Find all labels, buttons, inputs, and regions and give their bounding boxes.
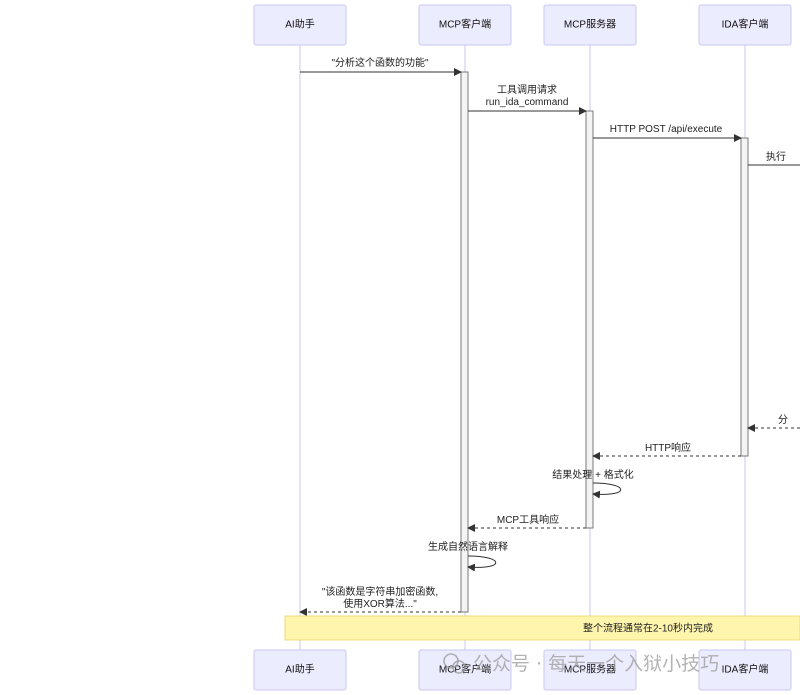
actor-top-mcp-client-label: MCP客户端 bbox=[439, 18, 491, 31]
message-execute: 执行 bbox=[748, 150, 800, 166]
timing-note: 整个流程通常在2-10秒内完成 bbox=[284, 615, 800, 641]
message-format-result: 结果处理 + 格式化 bbox=[552, 468, 634, 499]
timing-note-text: 整个流程通常在2-10秒内完成 bbox=[583, 622, 713, 635]
message-format-result-label: 结果处理 + 格式化 bbox=[552, 468, 633, 481]
actor-top-ai-label: AI助手 bbox=[285, 18, 314, 31]
message-final-answer: "该函数是字符串加密函数, 使用XOR算法..." bbox=[299, 585, 461, 616]
message-generate-explanation: 生成自然语言解释 bbox=[428, 540, 508, 572]
actor-top-ida-client-label: IDA客户端 bbox=[722, 18, 769, 31]
message-analysis-return-label: 分 bbox=[778, 414, 788, 426]
wechat-logo-icon bbox=[443, 653, 466, 674]
actor-bottom-mcp-server: MCP服务器 bbox=[543, 649, 637, 691]
actor-bottom-ai-label: AI助手 bbox=[285, 663, 314, 676]
actor-top-mcp-client: MCP客户端 bbox=[418, 4, 512, 46]
actor-bottom-ai: AI助手 bbox=[253, 649, 347, 691]
message-generate-explanation-label: 生成自然语言解释 bbox=[428, 540, 508, 553]
message-http-post-label: HTTP POST /api/execute bbox=[610, 124, 723, 135]
message-tool-call-label-2: run_ida_command bbox=[486, 97, 569, 108]
activation-ida-client bbox=[740, 137, 749, 457]
activation-mcp-server bbox=[585, 110, 594, 529]
actor-top-ida-client: IDA客户端 bbox=[698, 4, 792, 46]
message-analyze-request-label: "分析这个函数的功能" bbox=[331, 56, 429, 69]
activation-mcp-client bbox=[460, 71, 469, 613]
watermark: 公众号 · 每天一个入狱小技巧 bbox=[443, 653, 719, 675]
message-execute-label: 执行 bbox=[766, 150, 786, 163]
message-http-response: HTTP响应 bbox=[592, 441, 741, 460]
message-tool-response-label: MCP工具响应 bbox=[497, 513, 559, 526]
message-final-answer-label-2: 使用XOR算法..." bbox=[343, 597, 417, 610]
message-tool-call-label-1: 工具调用请求 bbox=[497, 83, 557, 96]
actor-top-ai: AI助手 bbox=[253, 4, 347, 46]
actor-bottom-mcp-server-label: MCP服务器 bbox=[564, 663, 616, 676]
actor-top-mcp-server-label: MCP服务器 bbox=[564, 18, 616, 31]
message-analyze-request: "分析这个函数的功能" bbox=[300, 56, 462, 76]
message-tool-response: MCP工具响应 bbox=[467, 513, 586, 532]
actor-bottom-ida-client: IDA客户端 bbox=[698, 649, 792, 691]
message-http-response-label: HTTP响应 bbox=[645, 441, 691, 454]
watermark-text: 公众号 · 每天一个入狱小技巧 bbox=[473, 653, 719, 675]
message-final-answer-label-1: "该函数是字符串加密函数, bbox=[322, 585, 438, 598]
message-tool-call: 工具调用请求 run_ida_command bbox=[468, 83, 587, 115]
actor-bottom-ida-client-label: IDA客户端 bbox=[722, 663, 769, 676]
message-analysis-return: 分 bbox=[747, 414, 800, 432]
actor-top-mcp-server: MCP服务器 bbox=[543, 4, 637, 46]
message-http-post: HTTP POST /api/execute bbox=[593, 124, 742, 142]
